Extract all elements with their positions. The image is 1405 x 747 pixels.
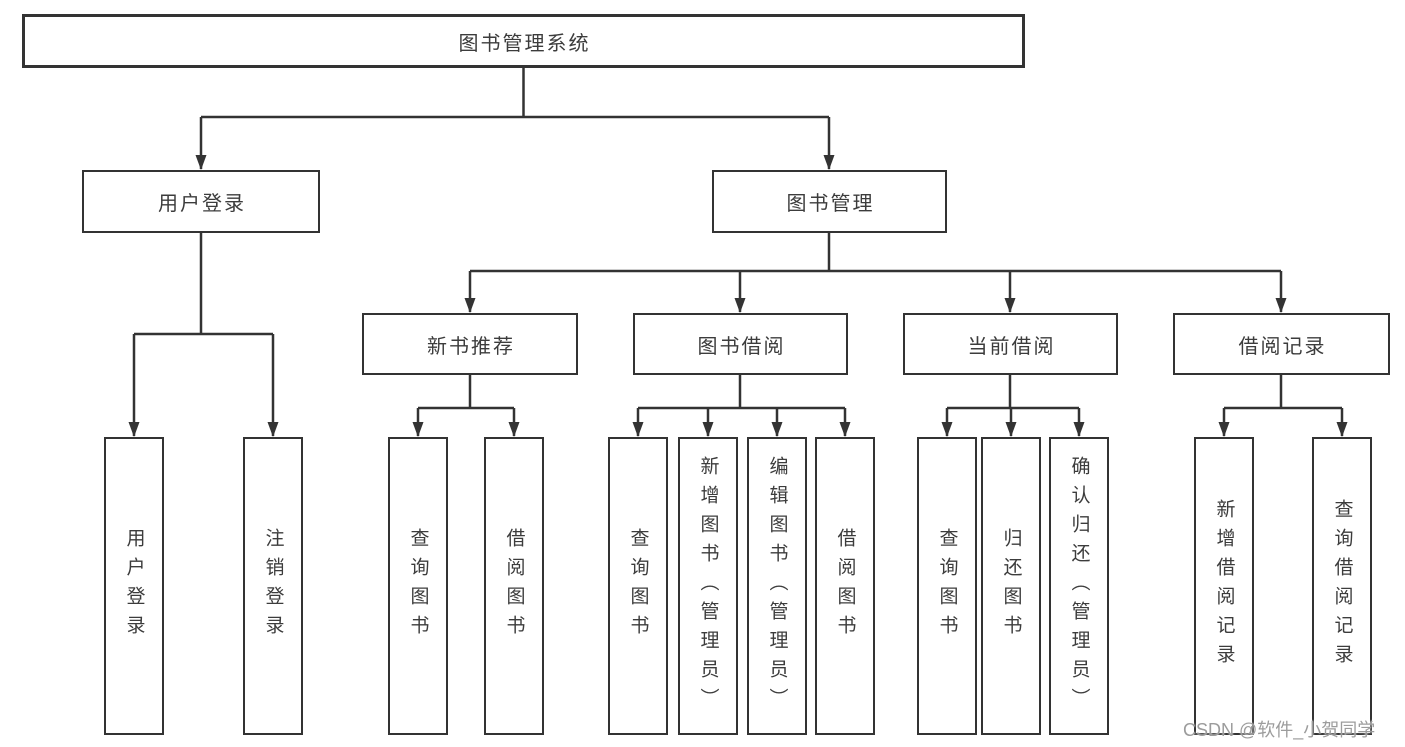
node-label: 查询图书 <box>627 528 649 644</box>
node-leaf-user-login: 用户登录 <box>104 437 164 735</box>
node-label: 图书管理系统 <box>458 32 591 55</box>
node-book-borrowing: 图书借阅 <box>633 313 848 375</box>
csdn-watermark: CSDN @软件_小贺同学 <box>1183 720 1376 740</box>
node-user-login-branch: 用户登录 <box>82 170 320 233</box>
node-leaf-logout: 注销登录 <box>243 437 303 735</box>
node-label: 借阅图书 <box>503 528 525 644</box>
node-label: 编辑图书（管理员） <box>766 455 788 717</box>
node-label: 查询图书 <box>407 528 429 644</box>
node-label: 新书推荐 <box>427 335 515 358</box>
node-label: 归还图书 <box>1000 528 1022 644</box>
node-label: 新增借阅记录 <box>1213 499 1235 673</box>
node-label: 注销登录 <box>262 528 284 644</box>
node-leaf-add-books-admin: 新增图书（管理员） <box>678 437 738 735</box>
node-label: 查询图书 <box>936 528 958 644</box>
node-leaf-query-books-3: 查询图书 <box>917 437 977 735</box>
node-leaf-borrow-books-2: 借阅图书 <box>815 437 875 735</box>
node-label: 用户登录 <box>158 193 246 215</box>
node-label: 新增图书（管理员） <box>697 455 719 717</box>
node-leaf-query-borrow-record: 查询借阅记录 <box>1312 437 1372 735</box>
node-borrowing-records: 借阅记录 <box>1173 313 1390 375</box>
node-leaf-confirm-return-admin: 确认归还（管理员） <box>1049 437 1109 735</box>
node-label: 借阅记录 <box>1238 335 1327 358</box>
node-label: 图书管理 <box>786 193 875 215</box>
node-leaf-edit-books-admin: 编辑图书（管理员） <box>747 437 807 735</box>
node-leaf-add-borrow-record: 新增借阅记录 <box>1194 437 1254 735</box>
node-label: 图书借阅 <box>697 335 786 358</box>
node-leaf-return-books: 归还图书 <box>981 437 1041 735</box>
node-book-management-system: 图书管理系统 <box>22 14 1025 68</box>
node-label: 当前借阅 <box>967 335 1056 358</box>
node-label: 用户登录 <box>123 528 145 644</box>
node-leaf-borrow-books-1: 借阅图书 <box>484 437 544 735</box>
node-book-management-branch: 图书管理 <box>712 170 947 233</box>
node-label: 确认归还（管理员） <box>1068 455 1090 717</box>
node-leaf-query-books-1: 查询图书 <box>388 437 448 735</box>
node-label: 查询借阅记录 <box>1331 499 1353 673</box>
node-label: 借阅图书 <box>834 528 856 644</box>
node-leaf-query-books-2: 查询图书 <box>608 437 668 735</box>
node-new-book-recommendation: 新书推荐 <box>362 313 578 375</box>
node-current-borrowing: 当前借阅 <box>903 313 1118 375</box>
